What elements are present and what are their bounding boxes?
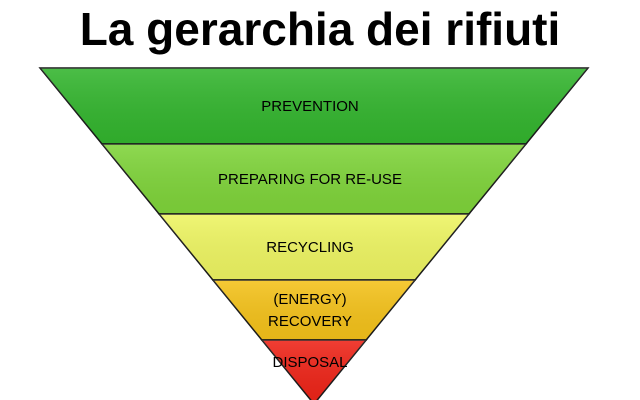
level-label-prevention: PREVENTION [261,98,359,115]
level-label-preparing-for-re-use: PREPARING FOR RE-USE [218,171,402,188]
level-label-disposal: DISPOSAL [272,354,347,371]
level-label-recovery-2: RECOVERY [268,313,352,330]
pyramid-level-shade [261,340,367,400]
pyramid-level-shade [212,280,416,340]
pyramid-level-shade [40,68,588,144]
page-title: La gerarchia dei rifiuti [79,3,561,55]
pyramid-level-shade [101,144,527,214]
level-label-recovery-1: (ENERGY) [273,291,346,308]
pyramid-level-shade [159,214,469,280]
level-label-recycling: RECYCLING [266,239,354,256]
